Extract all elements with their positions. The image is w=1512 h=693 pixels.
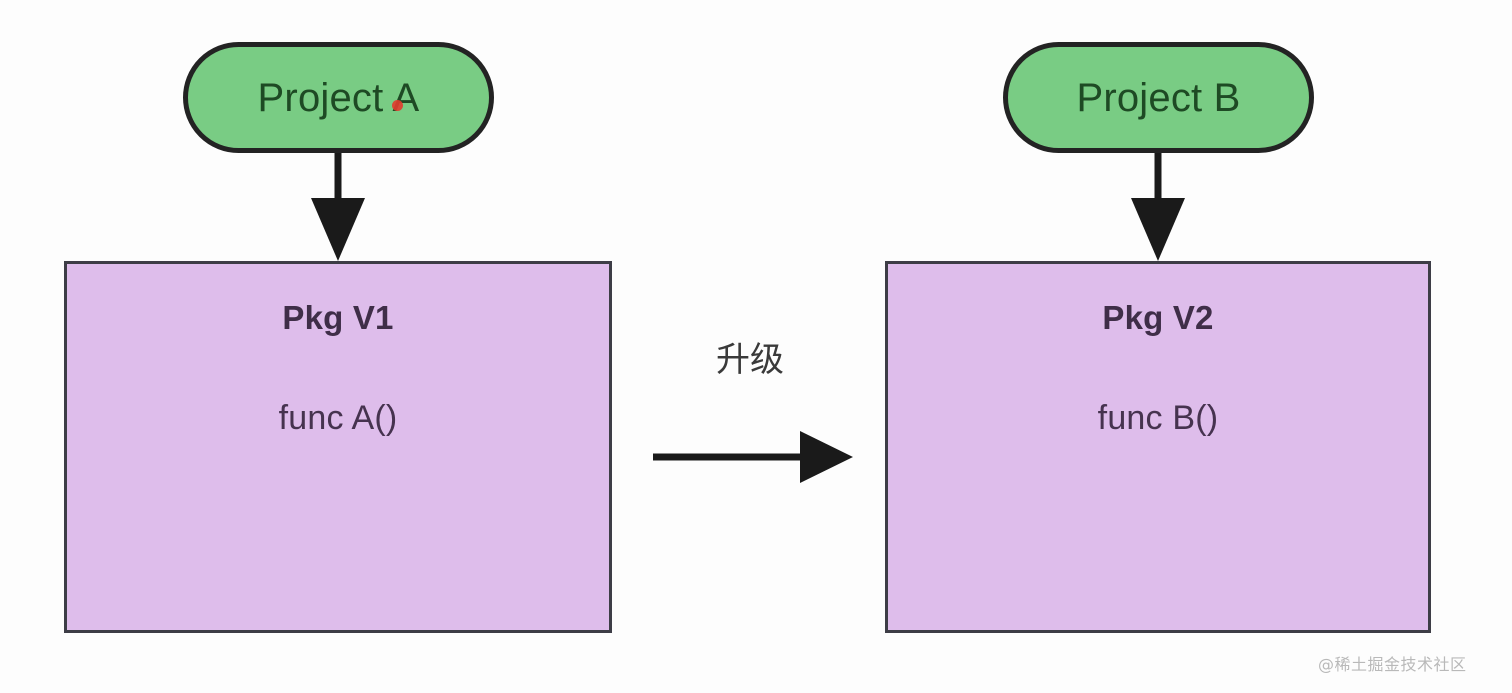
arrow-project-b-to-pkg-v2: [1131, 153, 1185, 261]
watermark: @稀土掘金技术社区: [1318, 655, 1467, 674]
node-pkg-v2-func: func B(): [1097, 399, 1219, 437]
node-pkg-v1-title: Pkg V1: [282, 299, 394, 336]
node-pkg-v1-func: func A(): [278, 399, 398, 437]
arrow-upgrade-pkg-v1-to-pkg-v2: [653, 431, 853, 483]
node-project-b[interactable]: Project B: [1003, 42, 1314, 153]
edge-label-upgrade: 升级: [716, 340, 784, 380]
node-project-b-label: Project B: [1076, 75, 1241, 120]
node-project-a-label: Project A: [257, 75, 420, 120]
arrow-project-a-to-pkg-v1: [311, 153, 365, 261]
node-pkg-v2[interactable]: Pkg V2 func B(): [885, 261, 1431, 633]
node-project-a[interactable]: Project A: [183, 42, 494, 153]
node-pkg-v2-title: Pkg V2: [1102, 299, 1214, 336]
cursor-dot-marker: [392, 100, 403, 111]
node-pkg-v1[interactable]: Pkg V1 func A(): [64, 261, 612, 633]
